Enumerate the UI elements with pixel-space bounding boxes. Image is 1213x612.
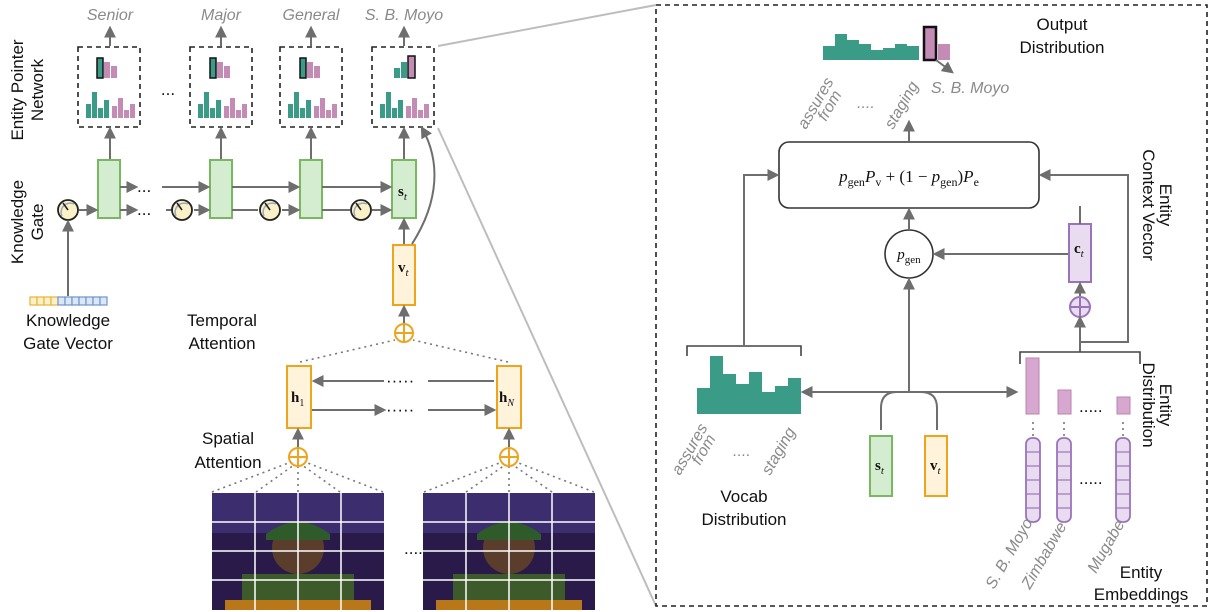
output-word-ellipsis: .... (857, 95, 875, 112)
vocab-word-staging: staging (759, 425, 800, 478)
entity-embedding-3 (1115, 437, 1131, 523)
v-t-label-right: vt (930, 458, 942, 477)
output-entity-arrow (935, 59, 954, 74)
spatial-plus-icon-2 (499, 447, 519, 467)
h-dots-top: ····· (386, 371, 414, 390)
frame-dotted-lines (211, 461, 595, 493)
s-t-label-right: st (875, 458, 885, 477)
label-knowledge-gate-1: Knowledge (8, 180, 27, 264)
entity-context-vector-1: Entity (1156, 184, 1175, 227)
label-knowledge-gate-2: Gate (28, 204, 47, 241)
output-distribution-label-2: Distribution (1019, 38, 1104, 57)
dotted-hN-plus (412, 339, 509, 363)
bidirectional-rnn (311, 375, 497, 416)
state-boxes (97, 159, 417, 219)
entity-distribution-1: Entity (1156, 384, 1175, 427)
temporal-attention-1: Temporal (187, 311, 257, 330)
spatial-attention-2: Attention (194, 453, 261, 472)
gate-icon-4 (350, 199, 372, 221)
output-word-staging: staging (882, 79, 923, 132)
formula-text: pgenPv + (1 − pgen)Pe (838, 167, 979, 189)
st-vt-junction (880, 391, 938, 430)
kgv-label-1: Knowledge (26, 311, 110, 330)
state-dots-top: ... (137, 177, 151, 196)
h-dots-bottom: ····· (386, 400, 414, 419)
output-entity-word: S. B. Moyo (931, 80, 1009, 97)
knowledge-gate-vector (29, 296, 108, 306)
state-s-t: st (398, 184, 408, 203)
temporal-attention-2: Attention (188, 334, 255, 353)
output-word-1: Senior (87, 7, 134, 24)
embedding-to-bar-arrows (1032, 418, 1124, 436)
label-entity-pointer-1: Entity Pointer (8, 39, 27, 140)
entity-distribution-bars (1025, 357, 1131, 415)
kgv-label-2: Gate Vector (23, 334, 113, 353)
purple-plus-icon (1069, 296, 1091, 318)
gate-icon-3 (259, 199, 281, 221)
output-word-4: S. B. Moyo (365, 7, 443, 24)
entity-distribution-2: Distribution (1139, 362, 1158, 447)
v-to-pointer-curve (411, 125, 436, 245)
output-distribution-label-1: Output (1036, 15, 1087, 34)
vocab-to-formula-path (743, 169, 780, 345)
entity-embedding-dots: ..... (1079, 469, 1103, 488)
vocab-distribution-2: Distribution (701, 510, 786, 529)
vocab-bracket (686, 345, 802, 356)
output-distribution-bars (823, 25, 950, 62)
zoom-line-bottom (437, 127, 657, 607)
output-word-3: General (283, 7, 340, 24)
spatial-attention-1: Spatial (202, 429, 254, 448)
pointer-ellipsis: ... (161, 80, 175, 99)
pointer-box-2 (189, 46, 253, 128)
temporal-plus-icon (394, 323, 414, 343)
label-entity-pointer-2: Network (28, 58, 47, 121)
h-1-box (286, 365, 312, 429)
entity-embeddings-1: Entity (1120, 563, 1163, 582)
entity-embedding-1 (1025, 437, 1041, 523)
c-t-label: ct (1074, 241, 1085, 260)
entity-context-vector-2: Context Vector (1139, 149, 1158, 261)
zoom-line-top (437, 4, 657, 47)
entity-to-formula-path (1038, 169, 1129, 343)
video-frame-2 (423, 493, 595, 610)
entity-embeddings-2: Embeddings (1094, 585, 1189, 604)
state-dots-bottom: ... (137, 200, 151, 219)
v-t-box-right (924, 435, 948, 497)
pointer-box-1 (77, 46, 141, 128)
p-gen-label: pgen (896, 247, 921, 266)
entity-bracket (1019, 351, 1141, 364)
state-connections (79, 181, 393, 216)
gate-to-pointer-lines (104, 126, 410, 160)
output-word-2: Major (201, 7, 242, 24)
dotted-h1-plus (299, 339, 396, 363)
v-t-label: vt (398, 260, 410, 279)
frames-ellipsis: ..... (404, 539, 428, 558)
entity-bar-dots: ..... (1079, 397, 1103, 416)
video-frame-1 (212, 493, 384, 610)
pointer-box-3 (279, 46, 343, 128)
pointer-box-4 (371, 46, 435, 128)
vocab-distribution-1: Vocab (720, 487, 767, 506)
spatial-plus-icon-1 (288, 447, 308, 467)
output-arrows (104, 25, 410, 46)
s-t-box-right (869, 435, 893, 497)
entity-embedding-2 (1056, 437, 1072, 523)
gate-icon-1 (57, 199, 79, 221)
vocab-distribution-bars (697, 356, 801, 414)
vocab-word-ellipsis: .... (733, 443, 751, 460)
gate-icon-2 (171, 199, 193, 221)
